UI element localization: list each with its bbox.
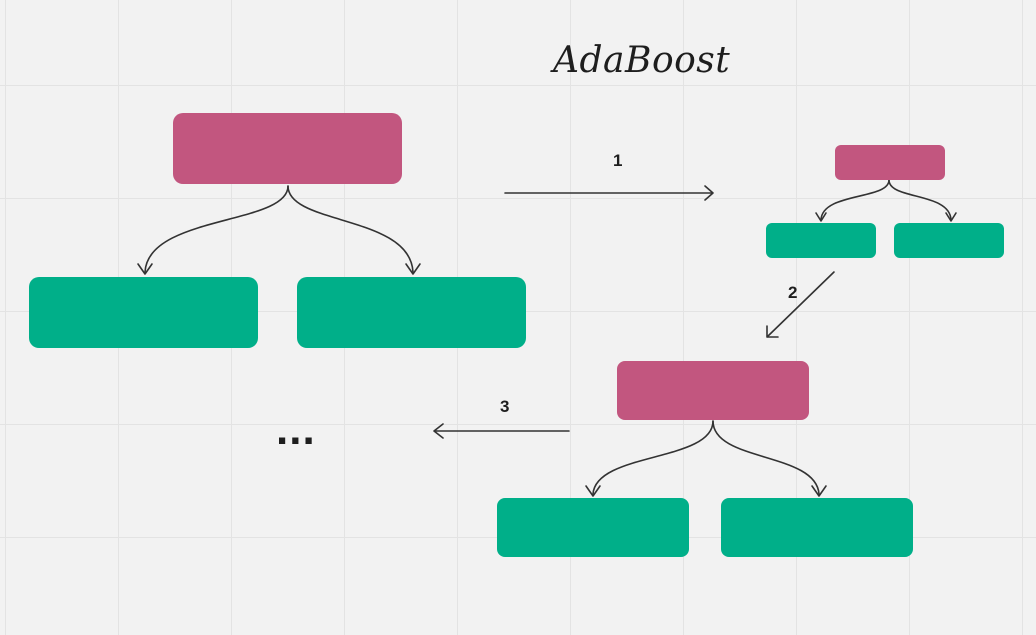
tree3-left-leaf [497, 498, 689, 557]
tree3-branch-right [712, 420, 820, 495]
tree2-arrowhead-left [815, 212, 827, 222]
tree2-arrowhead-right [945, 212, 957, 222]
step-label-2: 2 [788, 283, 798, 302]
tree3-root-node [617, 361, 809, 420]
tree2-branch-left [820, 179, 890, 221]
step-label-1: 1 [613, 151, 623, 170]
tree1-right-leaf [297, 277, 526, 348]
tree1-branch-left [144, 185, 289, 273]
tree3-branch-left [592, 420, 714, 495]
step-arrow-3 [433, 423, 570, 439]
continuation-ellipsis: ... [276, 405, 316, 454]
tree2-root-node [835, 145, 945, 180]
tree2-left-leaf [766, 223, 876, 258]
tree1-branch-right [287, 185, 414, 273]
tree2-branch-right [888, 179, 952, 221]
tree3-arrowhead-right [811, 485, 827, 497]
step-arrow-1 [504, 185, 714, 201]
step-label-3: 3 [500, 397, 510, 416]
tree2-right-leaf [894, 223, 1004, 258]
tree1-arrowhead-left [137, 263, 153, 275]
tree3-arrowhead-left [585, 485, 601, 497]
step-arrow-2 [766, 271, 835, 338]
tree1-arrowhead-right [405, 263, 421, 275]
tree1-root-node [173, 113, 402, 184]
diagram-title: AdaBoost [553, 40, 731, 81]
tree1-left-leaf [29, 277, 258, 348]
tree3-right-leaf [721, 498, 913, 557]
